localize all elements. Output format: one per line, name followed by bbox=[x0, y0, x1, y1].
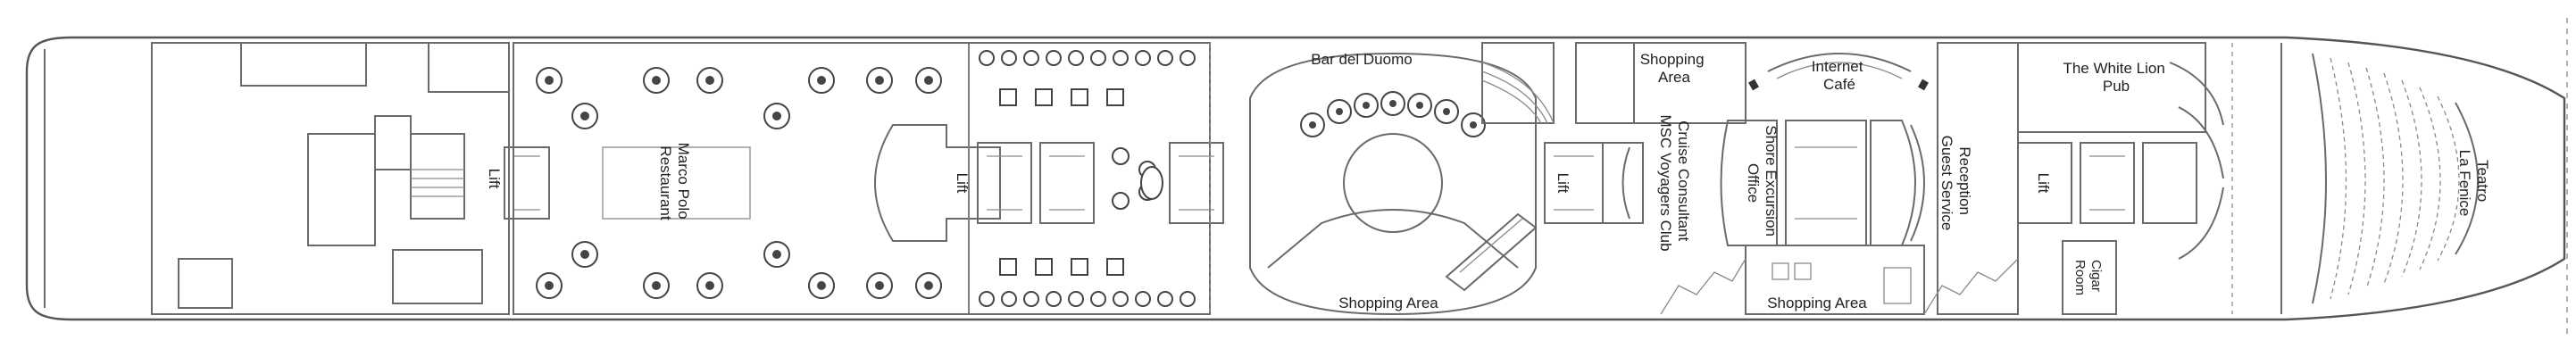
white-lion-pub bbox=[2017, 42, 2224, 133]
bar-lounge bbox=[968, 42, 1224, 315]
escalator bbox=[1445, 212, 1538, 292]
shore-excursion-office-label: Shore Excursion Office bbox=[1745, 125, 1780, 240]
lift-aft-label: Lift bbox=[486, 169, 503, 189]
teatro-la-fenice-label: Teatro La Fenice bbox=[2456, 150, 2491, 217]
internet-cafe-label: Internet Café bbox=[1812, 58, 1867, 93]
cigar-room-label: Cigar Room bbox=[2072, 260, 2104, 295]
shopping-area-fwd bbox=[1660, 245, 2019, 315]
lift-center bbox=[1481, 42, 1644, 224]
aft-service-block bbox=[151, 42, 510, 315]
bar-del-duomo bbox=[1249, 52, 1537, 316]
cruise-consultant-label: Cruise Consultant MSC Voyagers Club bbox=[1657, 114, 1692, 251]
shopping-area-fwd-label: Shopping Area bbox=[1767, 295, 1867, 311]
consultant-desk bbox=[1621, 146, 1630, 220]
cigar-room bbox=[2062, 240, 2117, 315]
marco-polo-restaurant bbox=[513, 42, 970, 315]
bar-del-duomo-label: Bar del Duomo bbox=[1311, 51, 1412, 68]
lift-aft bbox=[504, 146, 550, 220]
teatro-la-fenice bbox=[2280, 43, 2479, 314]
ship-hull-outline bbox=[25, 36, 2566, 321]
lift-mid-label: Lift bbox=[954, 173, 971, 194]
internet-cafe bbox=[1748, 53, 1929, 91]
lift-center-label: Lift bbox=[1555, 173, 1571, 194]
lift-fwd-lobby bbox=[2017, 106, 2224, 260]
shopping-area-upper bbox=[1575, 42, 1747, 124]
white-lion-pub-label: The White Lion Pub bbox=[2063, 60, 2169, 95]
shopping-area-upper-label: Shopping Area bbox=[1640, 51, 1709, 86]
marco-polo-restaurant-label: Marco Polo Restaurant bbox=[657, 143, 692, 224]
reception-guest-service-label: Reception Guest Service bbox=[1938, 136, 1973, 231]
mid-lobby bbox=[874, 124, 1095, 242]
shopping-area-mid-label: Shopping Area bbox=[1338, 295, 1438, 311]
lift-fwd-label: Lift bbox=[2035, 173, 2052, 194]
